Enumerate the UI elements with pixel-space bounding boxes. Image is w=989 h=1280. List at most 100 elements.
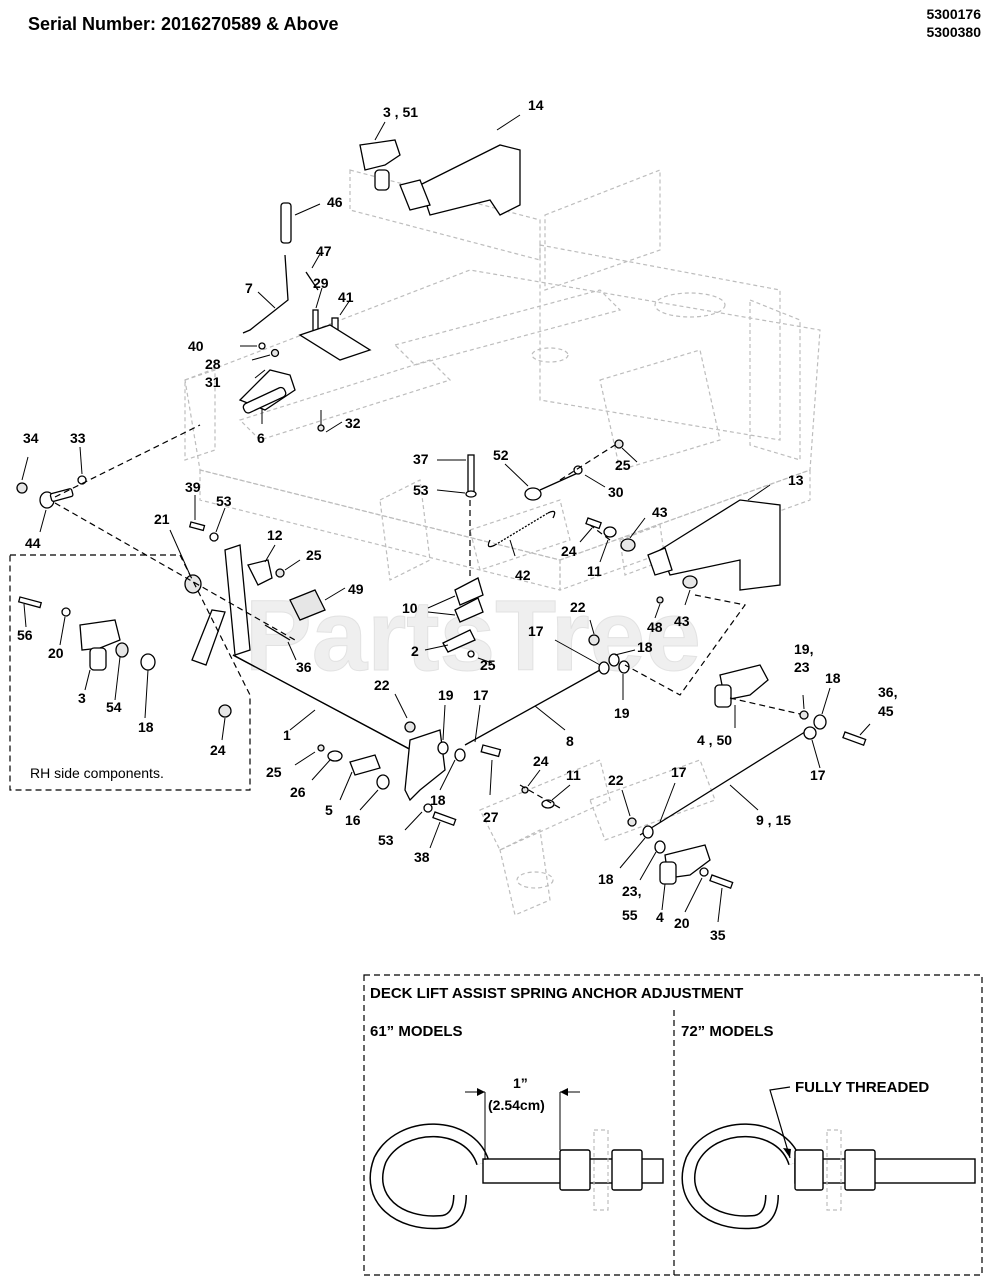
lift-linkage-center [169, 495, 493, 664]
callout: 34 [23, 430, 39, 446]
callout: 31 [205, 374, 221, 390]
callout: 36 [296, 659, 312, 675]
callout: 7 [245, 280, 253, 296]
callout: 53 [216, 493, 232, 509]
serial-number-title: Serial Number: 2016270589 & Above [28, 14, 339, 34]
bushing-44-group [16, 446, 87, 533]
spring-anchor-adjustment-inset: DECK LIFT ASSIST SPRING ANCHOR ADJUSTMEN… [363, 974, 983, 1276]
chassis-frame [184, 169, 821, 916]
callout: 37 [413, 451, 429, 467]
callout: 25 [615, 457, 631, 473]
callout: 12 [267, 527, 283, 543]
callout: 20 [48, 645, 64, 661]
callout: 4 , 50 [697, 732, 732, 748]
lift-shaft-1 [191, 544, 446, 802]
callout: 32 [345, 415, 361, 431]
eye-bolt-61: 1” (2.54cm) [369, 1075, 664, 1230]
callout: 9 , 15 [756, 812, 791, 828]
callout: 18 [138, 719, 154, 735]
callout: 22 [608, 772, 624, 788]
callout: 21 [154, 511, 170, 527]
callout: 46 [327, 194, 343, 210]
callout: 3 , 51 [383, 104, 418, 120]
callout: 24 [561, 543, 577, 559]
callout: 19, [794, 641, 813, 657]
callout: 19 [438, 687, 454, 703]
callout: 17 [528, 623, 544, 639]
callout: 20 [674, 915, 690, 931]
lift-bracket-14 [399, 114, 521, 216]
callout: 25 [480, 657, 496, 673]
dimension-inch: 1” [513, 1075, 528, 1091]
callout: 53 [378, 832, 394, 848]
callout: 14 [528, 97, 544, 113]
linkage-rod-8 [464, 619, 636, 746]
callout: 55 [622, 907, 638, 923]
callout: 56 [17, 627, 33, 643]
callout: 43 [674, 613, 690, 629]
callout: 2 [411, 643, 419, 659]
callout: 24 [533, 753, 549, 769]
callout: 33 [70, 430, 86, 446]
callout: 27 [483, 809, 499, 825]
callout: 18 [430, 792, 446, 808]
lift-assist-spring-42 [487, 510, 556, 557]
callout: 54 [106, 699, 122, 715]
callout: 35 [710, 927, 726, 943]
lift-bracket-13 [579, 484, 781, 619]
callout: 17 [473, 687, 489, 703]
callout: 4 [656, 909, 664, 925]
callout: 6 [257, 430, 265, 446]
callout: 22 [374, 677, 390, 693]
callout: 28 [205, 356, 221, 372]
rh-side-components-box [9, 554, 251, 791]
callout: 53 [413, 482, 429, 498]
callout: 17 [810, 767, 826, 783]
fully-threaded-label: FULLY THREADED [795, 1079, 929, 1096]
callout: 1 [283, 727, 291, 743]
callout: 52 [493, 447, 509, 463]
inset-72-heading: 72” MODELS [681, 1023, 774, 1040]
callout: 24 [210, 742, 226, 758]
rh-side-label: RH side components. [30, 765, 164, 781]
callout: 18 [637, 639, 653, 655]
callout: 18 [598, 871, 614, 887]
callout: 44 [25, 535, 41, 551]
callout: 38 [414, 849, 430, 865]
callout: 18 [825, 670, 841, 686]
callout: 19 [614, 705, 630, 721]
callout: 49 [348, 581, 364, 597]
callout: 11 [587, 563, 602, 579]
callout: 3 [78, 690, 86, 706]
callout: 40 [188, 338, 204, 354]
eye-bolt-72: FULLY THREADED [681, 1079, 976, 1230]
callout: 29 [313, 275, 329, 291]
callout: 25 [306, 547, 322, 563]
handle-mount-6 [238, 324, 372, 433]
callout: 23, [622, 883, 641, 899]
callout: 17 [671, 764, 687, 780]
callout: 48 [647, 619, 663, 635]
callout: 47 [316, 243, 332, 259]
callout: 26 [290, 784, 306, 800]
right-linkage-group [521, 664, 871, 923]
inset-61-heading: 61” MODELS [370, 1023, 463, 1040]
callout: 42 [515, 567, 531, 583]
callout-labels: 3 , 51 14 46 47 7 29 41 40 28 31 6 32 34… [17, 97, 897, 943]
callout: 10 [402, 600, 418, 616]
lever-7-assembly [242, 202, 351, 341]
part-number-2: 5300380 [926, 24, 981, 40]
inset-title: DECK LIFT ASSIST SPRING ANCHOR ADJUSTMEN… [370, 985, 743, 1002]
callout: 13 [788, 472, 804, 488]
callout: 8 [566, 733, 574, 749]
callout: 43 [652, 504, 668, 520]
callout: 22 [570, 599, 586, 615]
callout: 39 [185, 479, 201, 495]
callout: 25 [266, 764, 282, 780]
callout: 16 [345, 812, 361, 828]
callout: 41 [338, 289, 354, 305]
part-number-1: 5300176 [926, 6, 981, 22]
callout: 5 [325, 802, 333, 818]
callout: 23 [794, 659, 810, 675]
